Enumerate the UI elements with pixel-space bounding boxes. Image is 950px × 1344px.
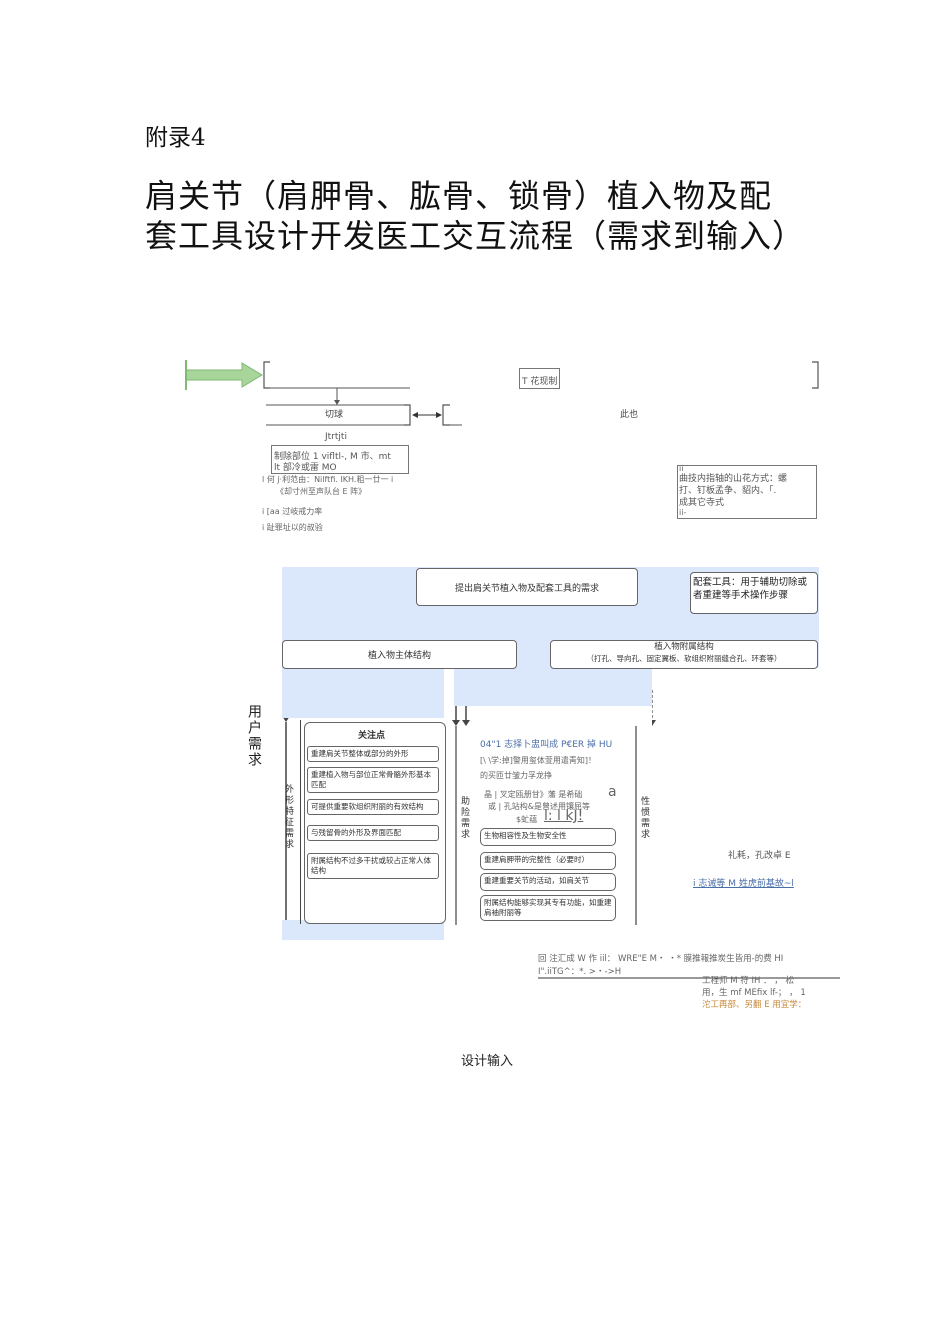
right-note-line5: ii- (679, 508, 687, 517)
right-text-line1: 礼耗，孔改卓 E (728, 851, 791, 861)
engineer-line2: 用，生 mf MEfix lf-； ， 1 (702, 988, 806, 998)
note-line4: 《却寸州至声队台 E 阵》 (276, 487, 367, 496)
tools-box: 配套工具：用于辅助切除或者重建等手术操作步骤 (690, 572, 818, 614)
right-text-line2: i 志诫等 M 姓虎前基故~l (693, 879, 794, 889)
mid-text-line1: 04"1 志择卜盅叫成 P€ER 掉 HU (480, 740, 613, 750)
focus-item: 附属结构不过多干扰或较占正常人体结构 (307, 853, 439, 879)
green-arrow-icon (185, 362, 263, 388)
attachment-structure-box: 植入物附属结构 （打孔、导向孔、固定翼板、软组织附丽缝合孔、环套等） (550, 640, 818, 669)
right-note-line3: 打、钉板孟争、貂内、「. (679, 486, 777, 496)
mid-text-big: l: l kJ! (544, 808, 584, 824)
focus-item: 与残留骨的外形及界面匹配 (307, 825, 439, 841)
note-line1: 制除部位 1 vifltl-, M 市、mt (274, 452, 391, 462)
focus-item: 重建植入物与部位正常骨骼外形基本匹配 (307, 767, 439, 793)
bottom-text-line1: 回 注汇成 W 作 iil： WRE"E M・ ・* 膜推報推炭生皆用-的费 H… (538, 954, 784, 964)
right-note-line1: ii (679, 464, 684, 473)
shape-needs-frame (280, 720, 301, 924)
perf-item: 重建肩胛带的完整性（必要时） (480, 852, 616, 870)
flow-mid-column-bg (454, 668, 652, 706)
focus-item: 可提供重要软组织附丽的有效结构 (307, 799, 439, 815)
note-line3: l 何 j·利范由：Nilftfi. IKH.粗一廿一 i (262, 475, 394, 484)
aux-needs-label: 助险需求 (459, 796, 469, 840)
bottom-text-line2: I".iiTG^：*. >・->H (538, 967, 622, 977)
main-structure-box: 植入物主体结构 (282, 640, 517, 669)
page-title: 肩关节（肩胛骨、肱骨、锁骨）植入物及配 套工具设计开发医工交互流程（需求到输入） (145, 176, 865, 256)
user-needs-label: 用户需求 (246, 704, 262, 768)
mid-text-line3: 的买匝廿皱力孚龙挣 (480, 771, 552, 780)
focus-items: 重建肩关节整体或部分的外形 重建植入物与部位正常骨骼外形基本匹配 可提供重要软组… (307, 746, 441, 916)
engineer-line3: 沱工再部、另翻 E 用宜学： (702, 1000, 807, 1010)
right-box-label: 此也 (620, 410, 639, 420)
perf-needs-label: 性惯需求 (639, 796, 649, 840)
right-note-box (677, 465, 817, 519)
engineer-line1: 工程师 M 符 IH ： ， 松 (702, 976, 794, 986)
flow-left-column-bg (282, 668, 444, 718)
right-note-line4: 成其它寺式 (679, 498, 725, 508)
focus-item: 重建肩关节整体或部分的外形 (307, 746, 439, 762)
note-line5: i [aa 过岐戒力率 (262, 507, 323, 516)
page-title-line2: 套工具设计开发医工交互流程（需求到输入） (145, 217, 806, 255)
note-line2: lt 部冷或雷 MO (274, 463, 337, 473)
focus-title: 关注点 (358, 731, 386, 741)
appendix-label: 附录4 (145, 125, 206, 151)
flow-left-bottom-bg (282, 920, 444, 940)
top-box: T 花现制 (519, 368, 561, 389)
note-line6: i 趾罪址以的叔验 (262, 523, 323, 532)
right-note-line2: 曲技内指轴的山花方式：螺 (679, 474, 788, 484)
shape-needs-label: 外形特征需求 (283, 784, 293, 850)
design-input-label: 设计输入 (461, 1054, 514, 1069)
mid-text-line2: [\ \学:掉]警用玺体萱用遣靑知]！ (480, 756, 596, 765)
mid-text-big-a: a (608, 784, 617, 800)
mid-text-line6: $虻蕴 (516, 815, 538, 824)
perf-item: 重建重要关节的活动，如肩关节 (480, 873, 616, 891)
mid-text-line4: 晶 | 叉定瓯册甘》藩 是希础 (484, 790, 583, 799)
top-box-label: T 花现制 (522, 377, 558, 387)
sub-label: Jtrtjti (325, 432, 347, 442)
left-box-label: 切球 (325, 410, 344, 420)
perf-item: 附属结构能够实现其专有功能，如重建肩袖附丽等 (480, 895, 616, 921)
perf-item: 生物相容性及生物安全性 (480, 828, 616, 846)
mid-text-line5: 或 | 孔站构&是曾述用镶屈等 (488, 802, 591, 811)
note-box (271, 445, 409, 474)
page-title-line1: 肩关节（肩胛骨、肱骨、锁骨）植入物及配 (145, 177, 773, 215)
perf-items: 生物相容性及生物安全性 重建肩胛带的完整性（必要时） 重建重要关节的活动，如肩关… (480, 828, 618, 924)
root-need-box: 提出肩关节植入物及配套工具的需求 (416, 568, 638, 606)
